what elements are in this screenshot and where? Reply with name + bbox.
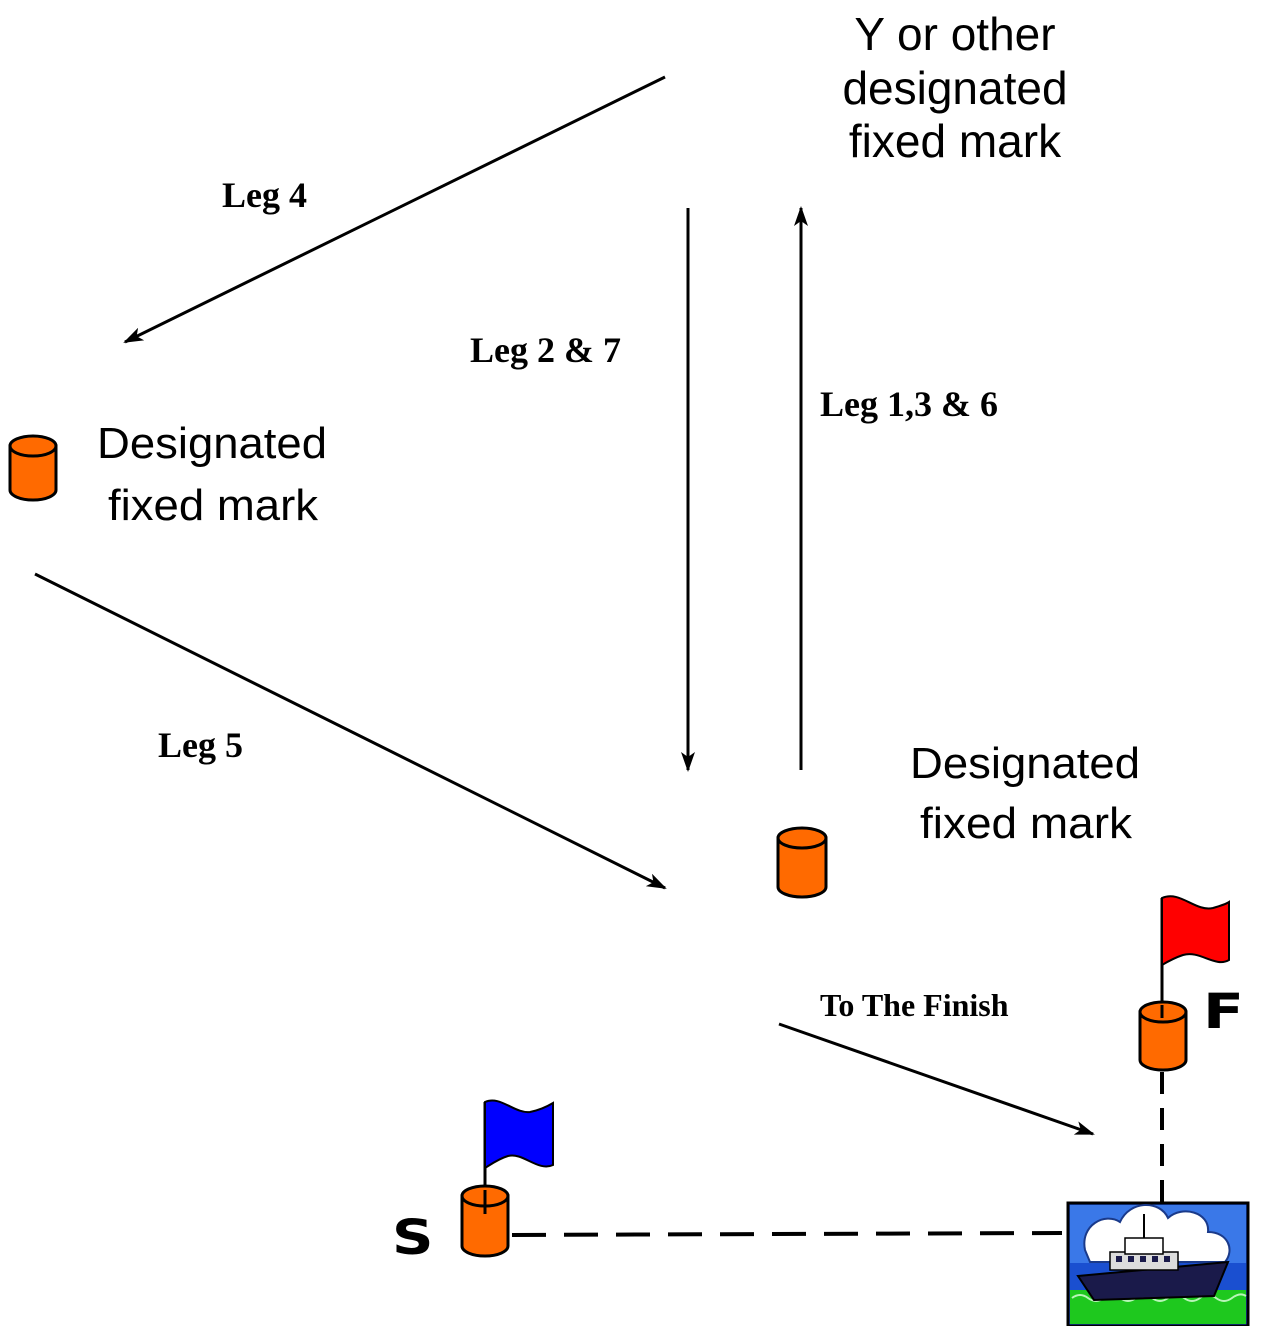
boat-icon [1066,1201,1250,1326]
left-buoy-icon [8,434,58,502]
right-buoy-icon [776,826,828,899]
top-mark-line3: fixed mark [849,115,1062,167]
start-buoy-icon [460,1184,510,1258]
start-line [511,1231,1063,1237]
finish-arrow [778,1022,1095,1136]
finish-buoy-icon [1138,1000,1188,1072]
leg136-label: Leg 1,3 & 6 [820,384,998,424]
right-mark-line1: Designated [910,739,1140,788]
left-mark-line1: Designated [97,419,327,468]
top-mark-line2: designated [842,62,1067,114]
start-letter: S [392,1210,433,1266]
leg5-arrow [34,572,667,890]
finish-letter: F [1203,984,1244,1040]
top-mark-line1: Y or other [854,8,1055,60]
right-mark-line2: fixed mark [920,799,1133,848]
leg27-label: Leg 2 & 7 [470,330,621,370]
to-finish-label: To The Finish [820,987,1009,1023]
blue-flag-icon [483,1099,554,1196]
leg5-label: Leg 5 [158,725,243,765]
red-flag-icon [1160,895,1230,1012]
leg4-label: Leg 4 [222,175,307,215]
leg4-arrow [123,75,666,344]
left-mark-line2: fixed mark [108,481,319,530]
